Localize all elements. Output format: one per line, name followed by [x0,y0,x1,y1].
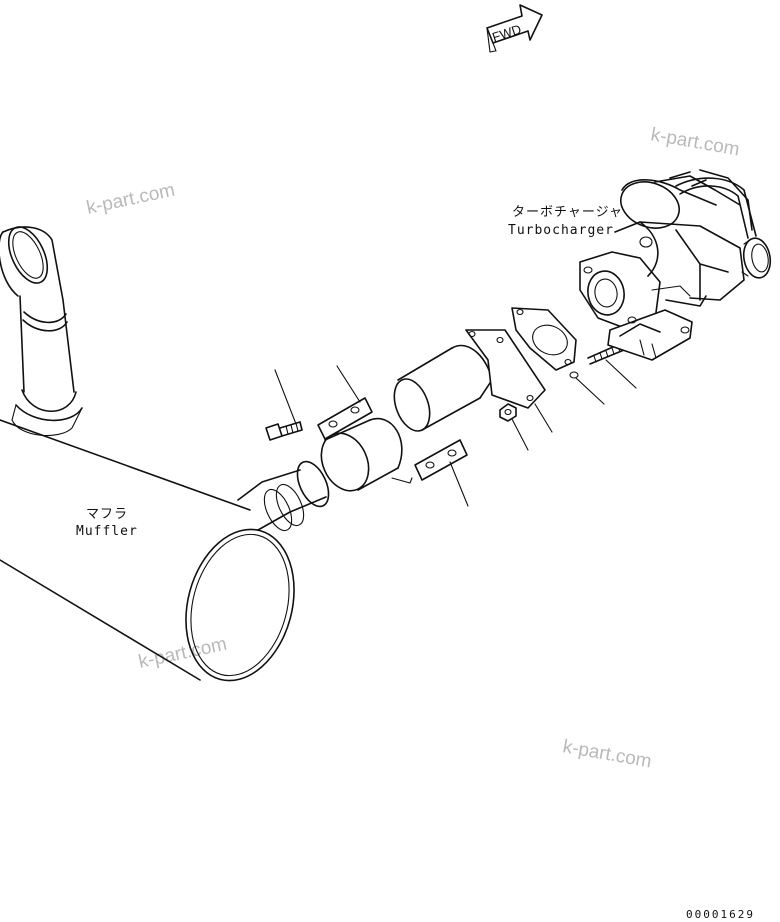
sleeve-pipe [320,417,413,492]
fwd-arrow-icon: FWD [486,4,543,53]
clamp-upper [317,365,373,440]
watermark-4: k-part.com [561,736,653,772]
gasket [511,307,605,405]
exhaust-elbow [393,329,553,433]
muffler [0,226,330,682]
turbocharger-label-jp: ターボチャージャ [512,205,623,220]
turbocharger-label-en: Turbocharger [508,223,614,238]
stud [587,342,637,389]
clamp-bolt [265,369,303,441]
watermark-1: k-part.com [85,180,177,219]
turbocharger [579,169,772,361]
watermark-2: k-part.com [649,124,741,160]
watermark-3: k-part.com [137,634,229,673]
muffler-label-en: Muffler [76,524,138,539]
drawing-code: 00001629 [686,908,755,921]
nut [499,403,529,451]
clamp-lower [414,439,469,507]
muffler-label-jp: マフラ [86,507,128,522]
